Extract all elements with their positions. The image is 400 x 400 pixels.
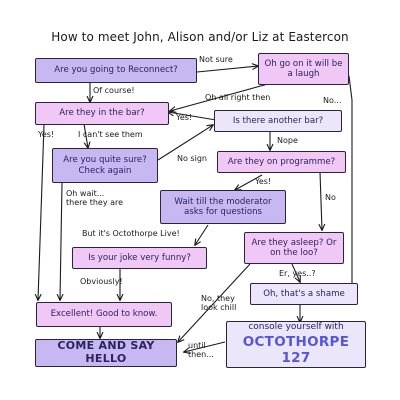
- node-excellent-text: Excellent! Good to know.: [50, 309, 158, 320]
- label-oh-all-right: Oh all right then: [205, 93, 271, 102]
- edge-bar-cant-see: [83, 123, 88, 148]
- node-come-say-hello: COME AND SAY HELLO: [35, 339, 177, 367]
- label-no-sign: No sign: [177, 154, 207, 163]
- node-console-text: console yourself with: [248, 322, 344, 333]
- node-asleep: Are they asleep? Or on the loo?: [244, 232, 344, 264]
- edge-octothorpe-live: [195, 224, 209, 245]
- node-shame-text: Oh, that's a shame: [263, 288, 345, 299]
- edge-not-sure: [196, 66, 258, 73]
- page-title: How to meet John, Alison and/or Liz at E…: [51, 30, 349, 44]
- edge-no-sign: [157, 125, 213, 161]
- label-no-chill: No, they look chill: [201, 294, 237, 313]
- edge-bar-yes: [38, 124, 45, 300]
- node-wait-moderator-text: Wait till the moderator asks for questio…: [174, 196, 272, 217]
- edge-until-then: [184, 341, 226, 352]
- label-obviously: Obviously!: [80, 277, 123, 286]
- node-octothorpe-text: OCTOTHORPE 127: [242, 333, 350, 366]
- node-come-say-hello-text: COME AND SAY HELLO: [57, 339, 155, 365]
- label-yes-3: Yes!: [255, 177, 272, 186]
- label-yes-1: Yes!: [176, 113, 193, 122]
- edge-oh-wait: [60, 182, 62, 300]
- label-yes-2: Yes!: [38, 130, 55, 139]
- edge-programme-yes: [235, 174, 263, 190]
- edge-programme-no: [320, 171, 322, 230]
- edge-asleep-no: [178, 263, 251, 342]
- node-shame: Oh, that's a shame: [250, 283, 358, 305]
- node-quite-sure-text: Are you quite sure? Check again: [63, 155, 147, 176]
- edge-asleep-er-yes: [291, 263, 300, 282]
- edge-another-yes: [168, 112, 217, 121]
- node-reconnect: Are you going to Reconnect?: [35, 58, 197, 83]
- label-nope: Nope: [277, 136, 298, 145]
- label-oh-wait: Oh wait... there they are: [66, 189, 124, 208]
- label-of-course: Of course!: [93, 86, 135, 95]
- label-no-2: No: [325, 193, 336, 202]
- label-er-yes: Er, yes..?: [279, 269, 316, 278]
- node-quite-sure: Are you quite sure? Check again: [52, 148, 158, 183]
- node-wait-moderator: Wait till the moderator asks for questio…: [160, 190, 286, 224]
- node-console: console yourself with OCTOTHORPE 127: [226, 321, 366, 368]
- node-in-bar-text: Are they in the bar?: [59, 108, 145, 119]
- node-joke: Is your joke very funny?: [72, 247, 207, 269]
- node-go-on-text: Oh go on it will be a laugh: [264, 58, 343, 79]
- node-reconnect-text: Are you going to Reconnect?: [54, 65, 178, 76]
- label-not-sure: Not sure: [199, 55, 233, 64]
- node-excellent: Excellent! Good to know.: [36, 302, 172, 327]
- node-programme-text: Are they on programme?: [227, 156, 336, 167]
- node-in-bar: Are they in the bar?: [35, 102, 169, 125]
- node-go-on: Oh go on it will be a laugh: [258, 53, 349, 85]
- node-joke-text: Is your joke very funny?: [88, 252, 191, 263]
- node-another-bar-text: Is there another bar?: [232, 115, 324, 126]
- node-asleep-text: Are they asleep? Or on the loo?: [251, 237, 337, 258]
- node-programme: Are they on programme?: [217, 151, 346, 173]
- edge-oh-all-right: [170, 83, 269, 111]
- edge-reconnect-no: [348, 75, 352, 300]
- label-octothorpe-live: But it's Octothorpe Live!: [82, 229, 180, 238]
- label-no-1: No...: [323, 96, 342, 105]
- label-until-then: until then...: [188, 341, 214, 360]
- node-another-bar: Is there another bar?: [214, 110, 342, 132]
- label-cant-see: I can't see them: [78, 130, 143, 139]
